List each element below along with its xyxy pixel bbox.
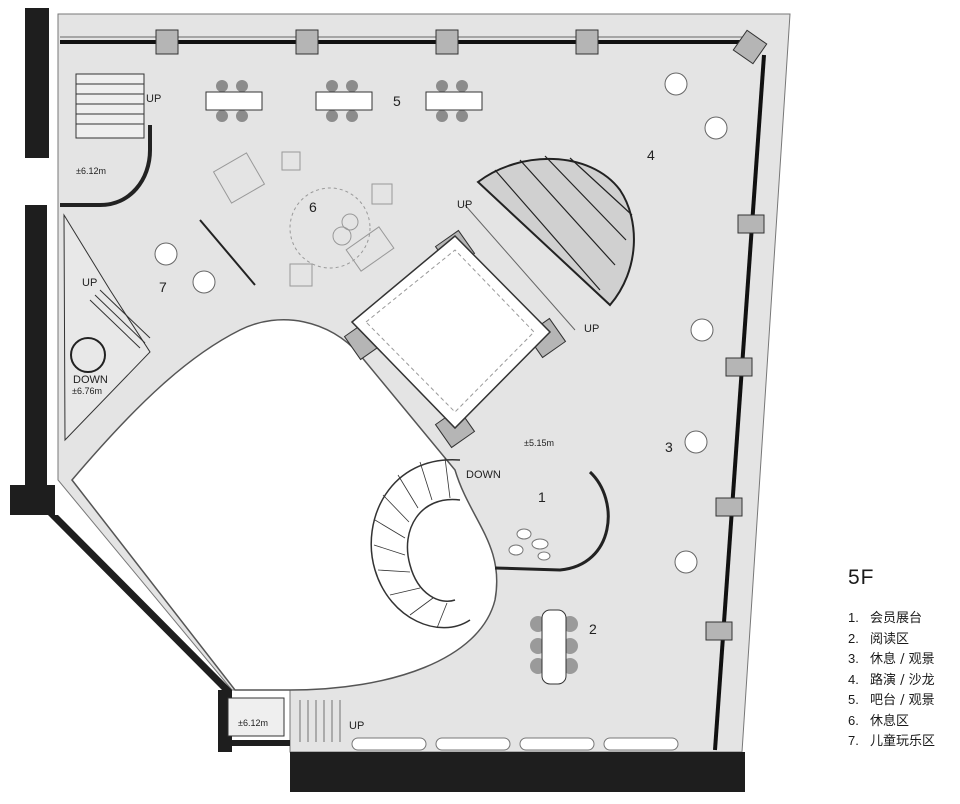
- elevation-center: ±5.15m: [524, 438, 554, 448]
- elevation-left: ±6.76m: [72, 386, 102, 396]
- zone-number-2: 2: [589, 621, 597, 637]
- legend-num: 7.: [848, 733, 859, 748]
- legend-num: 5.: [848, 692, 859, 707]
- legend-item: 6. 休息区: [848, 711, 935, 732]
- zone-number-5: 5: [393, 93, 401, 109]
- stair-label-up-bottom: UP: [349, 720, 364, 732]
- reading-table: [530, 609, 578, 685]
- lounge-furniture: [199, 151, 395, 287]
- central-platform: [350, 234, 552, 430]
- legend-item: 2. 阅读区: [848, 629, 935, 650]
- atrium-void: [71, 319, 498, 691]
- floor-label: 5F: [848, 566, 875, 589]
- spiral-stair: [370, 457, 471, 629]
- stair-label-up-right: UP: [584, 323, 599, 335]
- bar-tables: [205, 80, 483, 122]
- legend-num: 4.: [848, 671, 859, 687]
- left-stair: [60, 73, 152, 442]
- legend-text: 路演 / 沙龙: [870, 672, 935, 688]
- elevation-top-left: ±6.12m: [76, 166, 106, 176]
- stair-label-down-left: DOWN: [73, 374, 108, 386]
- legend: 5F 1. 会员展台 2. 阅读区 3. 休息 / 观景 4. 路演 / 沙龙 5. 吧台…: [848, 566, 935, 752]
- zone-number-7: 7: [159, 279, 167, 295]
- legend-item: 5. 吧台 / 观景: [848, 690, 935, 711]
- zone-number-6: 6: [309, 199, 317, 215]
- exterior-walls: [10, 8, 745, 792]
- zone-number-4: 4: [647, 147, 655, 163]
- round-tables: [154, 72, 728, 574]
- stair-label-up-left: UP: [82, 277, 97, 289]
- display-pebbles: [508, 528, 551, 561]
- legend-num: 1.: [848, 610, 859, 625]
- zone-number-3: 3: [665, 439, 673, 455]
- legend-text: 会员展台: [870, 611, 923, 626]
- legend-text: 儿童玩乐区: [870, 734, 936, 749]
- stair-label-down-spiral: DOWN: [466, 469, 501, 481]
- stair-label-up-topleft: UP: [146, 93, 161, 105]
- elevation-bottom: ±6.12m: [238, 718, 268, 728]
- legend-text: 休息 / 观景: [870, 652, 935, 667]
- stair-label-up-stage: UP: [457, 199, 472, 211]
- display-curved-wall: [494, 470, 610, 572]
- legend-num: 6.: [848, 712, 859, 728]
- legend-item: 3. 休息 / 观景: [848, 649, 935, 670]
- legend-item: 7. 儿童玩乐区: [848, 731, 935, 752]
- legend-num: 3.: [848, 651, 859, 666]
- legend-item: 1. 会员展台: [848, 608, 935, 629]
- bottom-sofas: [351, 737, 679, 751]
- legend-text: 阅读区: [870, 631, 910, 647]
- zone-number-1: 1: [538, 489, 546, 505]
- legend-text: 吧台 / 观景: [870, 693, 935, 708]
- legend-item: 4. 路演 / 沙龙: [848, 670, 935, 691]
- legend-text: 休息区: [870, 713, 910, 729]
- legend-num: 2.: [848, 630, 859, 646]
